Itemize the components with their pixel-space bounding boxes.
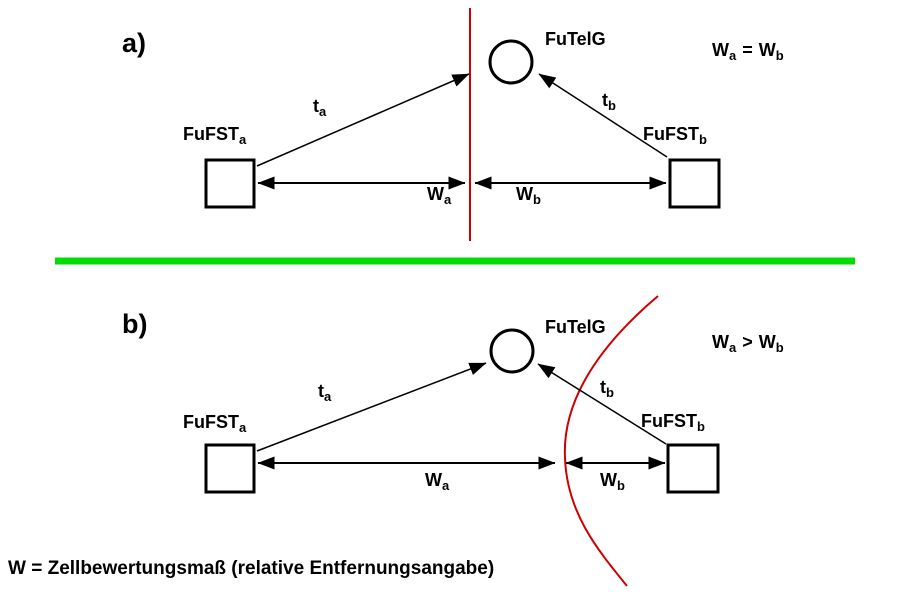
relation-operator: = [742, 40, 753, 60]
relation-rhs-sub: b [776, 48, 784, 63]
wa-sub: a [442, 478, 450, 493]
fufst-b-label: FuFSTb [643, 124, 707, 147]
futelg-circle [488, 39, 534, 85]
wb-label: Wb [516, 184, 541, 207]
futelg-label: FuTelG [545, 317, 606, 337]
wb-sub: b [533, 192, 541, 207]
tb-arrow [537, 363, 667, 445]
futelg-circle [489, 328, 535, 374]
tb-sub: b [608, 98, 616, 113]
tb-sub: b [606, 385, 614, 400]
panel-a-index-label: a) [122, 28, 146, 58]
ta-sub: a [324, 389, 332, 404]
fufst-b-box [666, 443, 720, 494]
fufst-b-box [668, 158, 721, 209]
wa-label: Wa [427, 184, 452, 207]
relation-label: Wa = Wb [712, 40, 784, 63]
wa-base: W [425, 470, 442, 490]
wb-label: Wb [600, 470, 625, 493]
relation-lhs-sub: a [729, 340, 737, 355]
futelg-label: FuTelG [545, 29, 606, 49]
wa-label: Wa [425, 470, 450, 493]
wa-sub: a [444, 192, 452, 207]
relation-lhs: W [712, 40, 729, 60]
ta-label: ta [313, 96, 327, 119]
ta-sub: a [319, 104, 327, 119]
panel-a: a) FuTelG Wa=Wb FuFSTa FuFSTb ta tb Wa W… [122, 8, 784, 241]
relation-lhs: W [712, 332, 729, 352]
relation-rhs: W [759, 332, 776, 352]
tb-label: tb [600, 377, 614, 400]
relation-rhs: W [759, 40, 776, 60]
wb-base: W [600, 470, 617, 490]
wb-sub: b [617, 478, 625, 493]
fufst-b-sub: b [699, 132, 707, 147]
fufst-a-sub: a [239, 420, 247, 435]
fufst-b-label: FuFSTb [641, 411, 705, 434]
relation-label: Wa > Wb [712, 332, 784, 355]
relation-lhs-sub: a [729, 48, 737, 63]
ta-arrow [256, 362, 487, 452]
relation-operator: > [742, 332, 753, 352]
fufst-a-box [204, 158, 256, 209]
tb-label: tb [602, 90, 616, 113]
fufst-a-box [204, 443, 256, 494]
tb-base: t [602, 90, 608, 110]
legend-text: W = Zellbewertungsmaß (relative Entfernu… [8, 558, 494, 579]
tb-arrow [538, 73, 668, 158]
fufst-b-base: FuFST [643, 124, 699, 144]
panel-b: b) FuTelG Wa>Wb FuFSTa FuFSTb ta tb Wa W… [122, 295, 784, 587]
wa-base: W [427, 184, 444, 204]
fufst-b-base: FuFST [641, 411, 697, 431]
tb-base: t [600, 377, 606, 397]
relation-rhs-sub: b [776, 340, 784, 355]
panel-b-index-label: b) [122, 309, 147, 339]
ta-label: ta [318, 381, 332, 404]
ta-base: t [318, 381, 324, 401]
fufst-a-sub: a [239, 132, 247, 147]
fufst-a-label: FuFSTa [183, 412, 247, 435]
fufst-a-base: FuFST [183, 412, 239, 432]
fufst-a-base: FuFST [183, 124, 239, 144]
fufst-b-sub: b [697, 419, 705, 434]
ta-base: t [313, 96, 319, 116]
ta-arrow [256, 73, 470, 167]
cell-boundary-curve [563, 295, 659, 587]
fufst-a-label: FuFSTa [183, 124, 247, 147]
wb-base: W [516, 184, 533, 204]
